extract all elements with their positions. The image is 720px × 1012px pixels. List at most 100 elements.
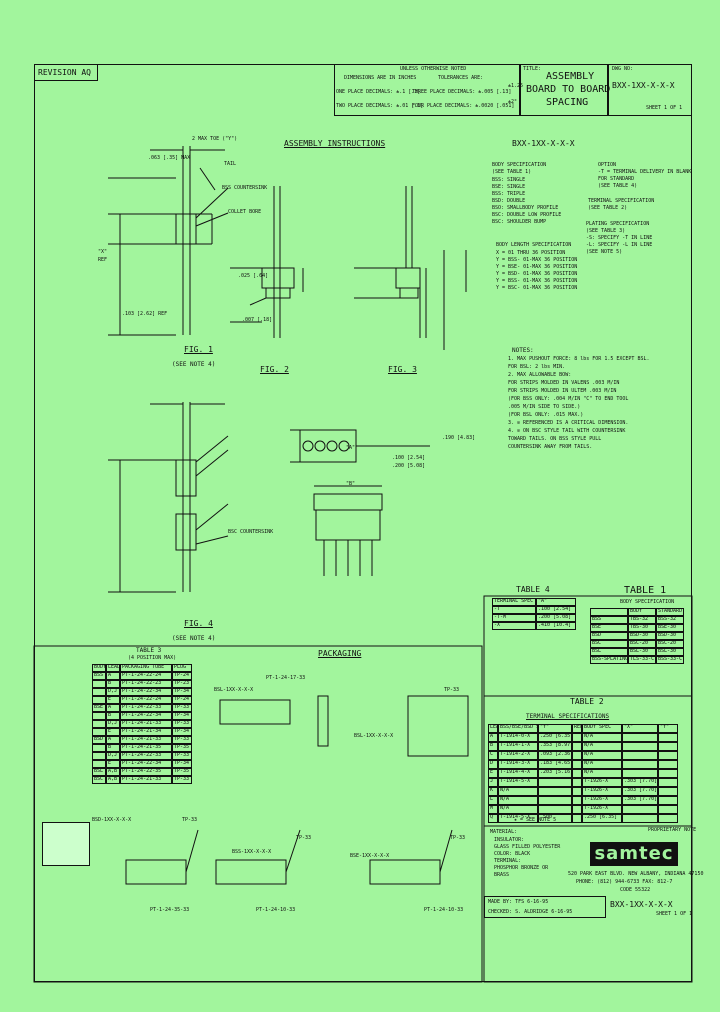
- table2-cell: Q: [488, 814, 498, 823]
- table2-cell: [658, 751, 678, 760]
- dim-025: .025 [.64]: [238, 273, 269, 279]
- table3-cell: PT-1-24-22-33: [120, 704, 172, 712]
- table1-header-cell: STANDARD: [656, 608, 684, 616]
- table1-title: TABLE 1: [624, 585, 667, 596]
- fig3-label: FIG. 3: [388, 365, 417, 374]
- table2-cell: [622, 805, 658, 814]
- plating-line: (SEE TABLE 3): [586, 228, 626, 234]
- dim-103: .103 [2.62] REF: [122, 311, 168, 317]
- note-line: (FOR BSL ONLY: .015 MAX.): [508, 412, 584, 418]
- body-option: BSO: SMALLBODY PROFILE: [492, 205, 559, 211]
- note-line: FOR BSL: 2 lbs MIN.: [508, 364, 566, 370]
- table3-cell: A: [106, 736, 120, 744]
- dim-b: "B": [346, 481, 356, 487]
- table3-cell: BSD: [92, 736, 106, 744]
- table3-cell: PT-1-24-21-33: [120, 720, 172, 728]
- table2-cell: T-1914-3-X: [498, 760, 538, 769]
- body-option: BSS: TRIPLE: [492, 191, 526, 197]
- table3-cell: [92, 688, 106, 696]
- body-option: BSS: SINGLE: [492, 177, 526, 183]
- table1-cell: TLS-33-C: [628, 656, 656, 664]
- table2-cell: T-1914-2-X: [498, 751, 538, 760]
- table2-cell: [658, 787, 678, 796]
- table3-cell: TP-35: [172, 768, 192, 776]
- table2-cell: [572, 778, 582, 787]
- tolerances-are: TOLERANCES ARE:: [438, 75, 484, 81]
- fig4-label: FIG. 4: [184, 619, 213, 628]
- table3-cell: B: [106, 744, 120, 752]
- table2-cell: N/A: [582, 742, 622, 751]
- table4-header-cell: "A": [536, 598, 576, 606]
- table3-cell: A: [106, 704, 120, 712]
- table3-cell: BSC: [92, 776, 106, 784]
- table2-cell: .353 [8.97]: [538, 742, 572, 751]
- table2-header-cell: LEAD STYLE: [488, 724, 498, 733]
- table3-cell: PT-1-24-21-34: [120, 728, 172, 736]
- table1-cell: BSS: [590, 616, 628, 624]
- fig1-note: (SEE NOTE 4): [172, 361, 216, 368]
- table2-cell: T-1926-X: [582, 805, 622, 814]
- table1-cell: TBS-30: [628, 624, 656, 632]
- table1-cell: BSC-20: [656, 640, 684, 648]
- table2-cell: T-1926-X: [582, 796, 622, 805]
- note-line: 4. ⊙ ON BSC STYLE TAIL WITH COUNTERSINK: [508, 428, 626, 434]
- table4-title: TABLE 4: [516, 585, 550, 594]
- table3-cell: PT-1-24-22-24: [120, 672, 172, 680]
- table2-cell: T-1914-4-X: [498, 769, 538, 778]
- table3-cell: PT-1-24-22-35: [120, 768, 172, 776]
- table2-cell: .303 [7.70]: [622, 787, 658, 796]
- revision-label: REVISION AQ: [38, 68, 91, 77]
- plating-spec-title: PLATING SPECIFICATION: [586, 221, 650, 227]
- table2-cell: N/A: [582, 760, 622, 769]
- table3-cell: TP-33: [172, 720, 192, 728]
- table2-cell: [572, 796, 582, 805]
- drawn-box: [484, 896, 606, 918]
- pack-label-10: BSE-1XX-X-X-X: [350, 853, 390, 859]
- table2-cell: [538, 787, 572, 796]
- table1-cell: BSS-33-C: [656, 656, 684, 664]
- dim-x: "X": [98, 249, 108, 255]
- note-line: .005 M/IN SIDE TO SIDE.): [508, 404, 581, 410]
- table2-cell: N/A: [582, 769, 622, 778]
- bsc-countersink-label: BSC COUNTERSINK: [228, 529, 274, 535]
- sheet-footer: SHEET 1 OF 1: [656, 911, 693, 917]
- note-line: TOWARD TAILS. ON BSS STYLE PULL: [508, 436, 602, 442]
- pack-label-3: BSL-1XX-X-X-X: [354, 733, 394, 739]
- table1-cell: BSC: [590, 640, 628, 648]
- table3-cell: [92, 696, 106, 704]
- revision-box: [34, 64, 98, 81]
- table1-cell: BSL-30: [628, 648, 656, 656]
- note-line: FOR STRIPS MOLDED IN VALENS .003 M/IN: [508, 380, 620, 386]
- body-option: BSD: DOUBLE: [492, 198, 526, 204]
- assembly-part-code: BXX-1XX-X-X-X: [512, 139, 575, 148]
- assembly-header: ASSEMBLY INSTRUCTIONS: [284, 139, 386, 148]
- table3-sub: (4 POSITION MAX): [128, 655, 177, 661]
- collet-bore-label: COLLET BORE: [228, 209, 262, 215]
- table2-header-cell: BSS/BSE/BSD SPEC: [498, 724, 538, 733]
- table4-cell: .410 [10.4]: [536, 622, 576, 630]
- body-length-option: X = 01 THRU 36 POSITION: [496, 250, 566, 256]
- unless-noted: UNLESS OTHERWISE NOTED: [400, 66, 467, 72]
- table1-cell: BSD: [590, 632, 628, 640]
- table2-cell: .250 [6.35]: [582, 814, 622, 823]
- body-option: BSE: SINGLE: [492, 184, 526, 190]
- note-line: COUNTERSINK AWAY FROM TAILS.: [508, 444, 593, 450]
- table4-cell: -X: [492, 622, 536, 630]
- title-line-3: SPACING: [546, 97, 589, 108]
- tolerance-box: [334, 64, 520, 116]
- table2-sub: TERMINAL SPECIFICATIONS: [526, 713, 610, 720]
- sheet-number: SHEET 1 OF 1: [646, 105, 683, 111]
- body-spec-title: BODY SPECIFICATION: [492, 162, 547, 168]
- table2-cell: [622, 751, 658, 760]
- table2-cell: [658, 742, 678, 751]
- terminal-line: (SEE TABLE 2): [588, 205, 628, 211]
- table1-cell: BSD-30: [656, 632, 684, 640]
- pack-label-5: TP-33: [182, 817, 198, 823]
- table1-cell: BSL-30: [656, 648, 684, 656]
- table1-cell: TBS-32: [628, 616, 656, 624]
- table2-cell: [572, 805, 582, 814]
- dwg-label: DWG NO:: [612, 66, 634, 72]
- table2-cell: M: [488, 805, 498, 814]
- table2-cell: [572, 814, 582, 823]
- table2-cell: [622, 733, 658, 742]
